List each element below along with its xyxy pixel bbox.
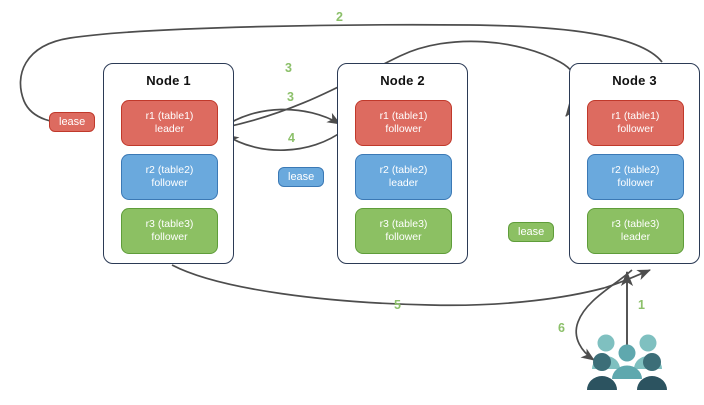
- node-2-replica-r3[interactable]: r3 (table3) follower: [355, 208, 452, 254]
- arrow-step-6: [575, 269, 633, 361]
- node-3-replica-r1[interactable]: r1 (table1) follower: [587, 100, 684, 146]
- node-2-replica-r3-line1: r3 (table3): [379, 218, 428, 230]
- step-label-4: 4: [288, 131, 295, 145]
- users-group-icon-shapes: [587, 334, 667, 390]
- step-label-3a: 3: [285, 61, 292, 75]
- arrow-step-5: [171, 264, 605, 307]
- node-1-replica-r2-line1: r2 (table2): [145, 164, 194, 176]
- node-3-replica-r1-line2: follower: [617, 123, 654, 135]
- node-2-replica-r1-line2: follower: [385, 123, 422, 135]
- arrow-step-4: [225, 129, 345, 151]
- node-3-replica-r1-line1: r1 (table1): [611, 110, 660, 122]
- node-1-replica-r2-line2: follower: [151, 177, 188, 189]
- step-label-2: 2: [336, 10, 343, 24]
- node-3-replica-r2[interactable]: r2 (table2) follower: [587, 154, 684, 200]
- step-label-3b: 3: [287, 90, 294, 104]
- node-2-replica-r2-line1: r2 (table2): [379, 164, 428, 176]
- node-3-replica-r2-line1: r2 (table2): [611, 164, 660, 176]
- node-1-box: Node 1 r1 (table1) leader r2 (table2) fo…: [103, 63, 234, 264]
- node-1-replica-r3[interactable]: r3 (table3) follower: [121, 208, 218, 254]
- lease-badge-table3[interactable]: lease: [508, 222, 555, 242]
- node-3-replica-r3-line2: leader: [620, 231, 651, 243]
- step-label-6: 6: [558, 321, 565, 335]
- node-1-replica-r3-line2: follower: [151, 231, 188, 243]
- node-2-replica-r2[interactable]: r2 (table2) leader: [355, 154, 452, 200]
- node-3-box: Node 3 r1 (table1) follower r2 (table2) …: [569, 63, 700, 264]
- node-2-title: Node 2: [380, 73, 425, 88]
- node-1-replica-r1-line1: r1 (table1): [145, 110, 194, 122]
- node-1-replica-r3-line1: r3 (table3): [145, 218, 194, 230]
- arrow-step-2: [19, 23, 663, 130]
- lease-badge-table3-label: lease: [518, 226, 545, 238]
- node-2-replica-r3-line2: follower: [385, 231, 422, 243]
- node-2-box: Node 2 r1 (table1) follower r2 (table2) …: [337, 63, 468, 264]
- node-2-replica-r1[interactable]: r1 (table1) follower: [355, 100, 452, 146]
- lease-badge-table2[interactable]: lease: [278, 167, 325, 187]
- node-3-replica-r3-line1: r3 (table3): [611, 218, 660, 230]
- node-1-replica-r2[interactable]: r2 (table2) follower: [121, 154, 218, 200]
- lease-badge-table2-label: lease: [288, 171, 315, 183]
- step-label-5: 5: [394, 298, 401, 312]
- node-3-title: Node 3: [612, 73, 657, 88]
- node-1-replica-r1-line2: leader: [154, 123, 185, 135]
- step-label-1: 1: [638, 298, 645, 312]
- node-1-title: Node 1: [146, 73, 191, 88]
- node-3-replica-r2-line2: follower: [617, 177, 654, 189]
- node-2-replica-r2-line2: leader: [388, 177, 419, 189]
- node-1-replica-r1[interactable]: r1 (table1) leader: [121, 100, 218, 146]
- node-3-replica-r3[interactable]: r3 (table3) leader: [587, 208, 684, 254]
- node-2-replica-r1-line1: r1 (table1): [379, 110, 428, 122]
